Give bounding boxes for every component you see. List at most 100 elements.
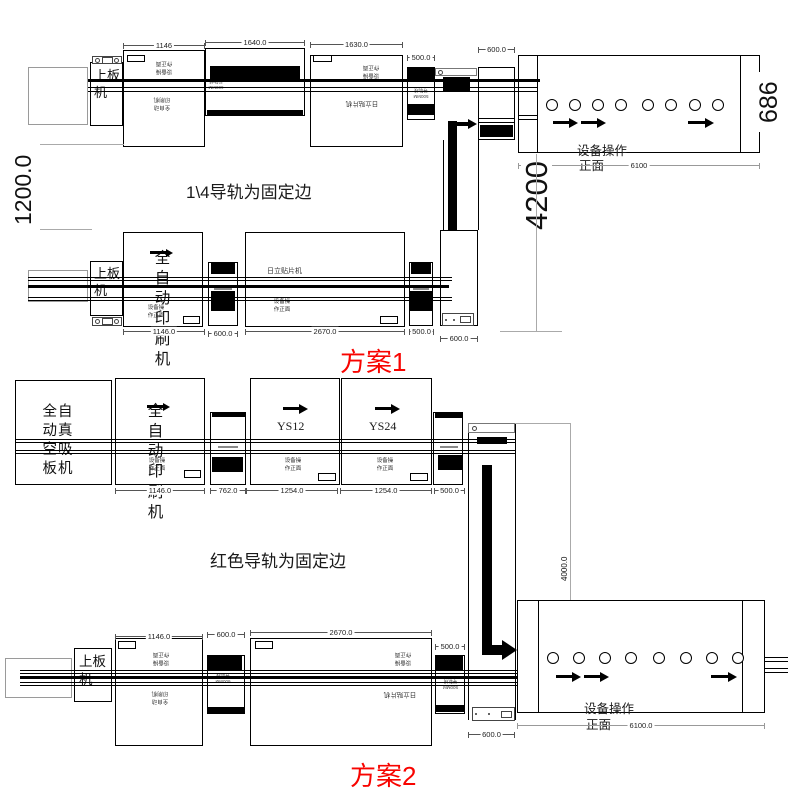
dim-500: 500.0 [407, 52, 435, 62]
indicator-dot [438, 70, 443, 75]
rail-line [765, 661, 788, 662]
panel-rect [101, 56, 113, 64]
machine-dark-bar [207, 110, 303, 115]
oven-window-circle [712, 99, 724, 111]
corridor-conveyor-elbow [482, 645, 502, 655]
front-label: 设备操作正面 [284, 458, 302, 472]
oven-divider [740, 55, 741, 153]
front-label: 设备操作正面 [147, 305, 165, 319]
corner-control-box [442, 313, 474, 326]
dim-1146: 1146.0 [123, 326, 205, 336]
machine-nameplate [255, 641, 273, 649]
dim-1146: 1146.0 [115, 631, 203, 641]
dim-762: 762.0 [210, 485, 246, 495]
machine-dark-panel [210, 66, 300, 79]
corridor-arrow-icon [502, 640, 517, 660]
tiny-label-blur [413, 288, 429, 290]
flow-arrow-icon [375, 403, 400, 414]
indicator-dot [488, 713, 490, 715]
indicator-dot [445, 318, 447, 321]
machine-printer-rotated [123, 50, 205, 147]
connector-dark-block [410, 291, 432, 311]
dim-500: 500.0 [435, 641, 465, 651]
corridor-wall [478, 140, 479, 230]
board-loader: 上板机 [90, 261, 123, 316]
machine-nameplate [313, 55, 332, 62]
oven-window-circle [680, 652, 692, 664]
dim-1640: 1640.0 [205, 37, 305, 47]
control-strip [92, 56, 122, 64]
ys24-name: YS24 [369, 419, 397, 433]
oven-window-circle [569, 99, 581, 111]
connector-dark-block [411, 263, 431, 274]
conveyor-rail [20, 673, 517, 674]
conveyor-rail [15, 453, 516, 454]
flow-arrow-icon [711, 671, 737, 682]
tiny-label-blur [440, 446, 458, 448]
dim-600: 600.0 [478, 44, 515, 54]
connector-dark-block [438, 455, 462, 470]
dim-600-corner: 600.0 [468, 729, 515, 739]
front-label: 设备操作正面 [376, 458, 394, 472]
machine-mounter-rotated [250, 638, 432, 746]
machine-printer [123, 232, 203, 327]
machine-nameplate [410, 473, 428, 481]
conveyor-rail-thick [28, 285, 449, 288]
conveyor-rail [88, 87, 537, 88]
machine-nameplate [183, 316, 200, 324]
indicator-dot [114, 319, 119, 324]
oven-front-label: 设备操作 [577, 144, 628, 158]
conveyor-rail [88, 91, 537, 92]
vacuum-loader [15, 380, 112, 485]
dim-2670: 2670.0 [250, 627, 432, 637]
panel-rect [501, 710, 512, 718]
conveyor-rail [28, 277, 452, 278]
front-label: 设备操作正面 [148, 458, 166, 472]
connector-dark-block [208, 707, 244, 713]
flow-arrow-icon [584, 671, 609, 682]
corner-dark-block [480, 125, 513, 137]
rail-line [478, 118, 515, 119]
dim-extension-line [515, 423, 570, 424]
indicator-dot [95, 57, 100, 63]
control-strip [92, 317, 122, 326]
flow-arrow-icon [688, 117, 714, 128]
flow-arrow-icon [553, 117, 578, 128]
rail-line [518, 119, 538, 120]
front-label-rotated: 设备操作正面 [394, 651, 412, 665]
rail-connector [210, 412, 246, 485]
indicator-dot [475, 713, 477, 715]
dim-600: 600.0 [207, 629, 245, 639]
rail-connector [433, 412, 463, 485]
plan2-title: 方案2 [350, 761, 417, 791]
connector-dark-block [211, 263, 235, 274]
corridor-dim-4000: 4000.0 [560, 545, 569, 593]
oven-window-circle [665, 99, 677, 111]
indicator-dot [452, 318, 455, 321]
machine-nameplate [380, 316, 398, 324]
connector-dark-block [436, 705, 464, 712]
conveyor-rail [20, 670, 517, 671]
corner-turn-unit [440, 230, 478, 326]
conveyor-rail-thick [88, 79, 540, 82]
front-label-rotated: 设备操作正面 [155, 60, 173, 74]
dim-1146: 1146.0 [115, 485, 205, 495]
dim-extension-line [536, 154, 537, 332]
rail-line [765, 672, 788, 673]
dim-extension-line [500, 331, 562, 332]
rail-line [478, 122, 515, 123]
oven-window-circle [592, 99, 604, 111]
dim-1630: 1630.0 [310, 39, 403, 49]
corridor-top-strip [435, 68, 477, 76]
oven-window-circle [732, 652, 744, 664]
oven-window-circle [547, 652, 559, 664]
dim-1146: 1146 [123, 40, 205, 50]
board-loader: 上板机 [90, 62, 123, 126]
connector-dark-block [212, 412, 245, 417]
printer-name-rotated: 全自动印刷机 [151, 690, 169, 704]
oven-front-label2: 正面 [586, 718, 612, 732]
dim-1254: 1254.0 [246, 485, 338, 495]
oven-window-circle [573, 652, 585, 664]
rail-line [518, 115, 538, 116]
